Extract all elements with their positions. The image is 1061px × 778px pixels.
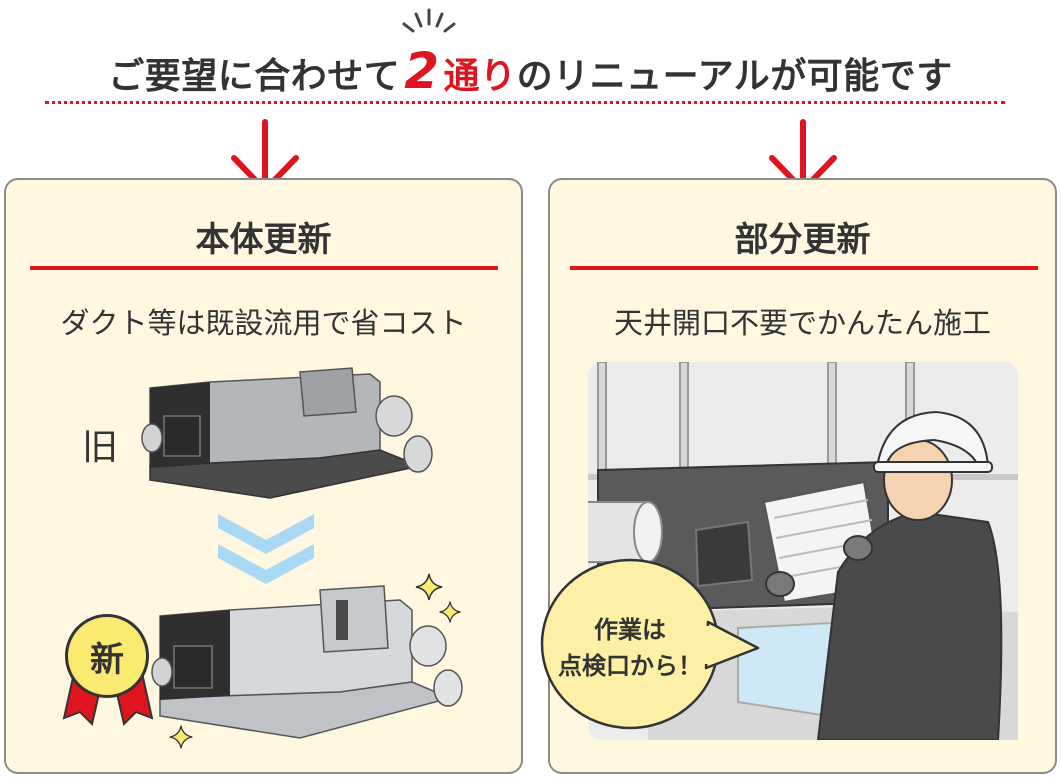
panel-subtitle: ダクト等は既設流用で省コスト (60, 306, 467, 340)
headline-highlight: 通り (443, 56, 517, 97)
headline-number: 2 (404, 42, 440, 100)
speech-bubble-icon (540, 558, 760, 730)
panel-subtitle: 天井開口不要でかんたん施工 (613, 306, 991, 340)
speech-bubble-text: 作業は 点検口から！ (540, 612, 720, 684)
panel-title: 部分更新 (734, 220, 871, 260)
sparkle-lines-icon (402, 8, 456, 33)
headline-post: のリニューアルが可能です (516, 56, 953, 97)
headline-divider (45, 101, 1005, 104)
old-unit-label: 旧 (82, 427, 119, 468)
headline-pre: ご要望に合わせて (108, 56, 401, 97)
panel-title-rule (570, 266, 1038, 270)
old-ventilation-unit-image (141, 367, 433, 499)
sparkle-icon (169, 725, 193, 749)
sparkle-icon (415, 573, 443, 601)
speech-bubble-line2: 点検口から！ (558, 652, 702, 680)
medal-icon: 新 (65, 614, 149, 698)
panel-title-rule (30, 266, 498, 270)
new-ventilation-unit-image (151, 585, 463, 739)
panel-title: 本体更新 (195, 220, 332, 260)
speech-bubble-line1: 作業は (594, 616, 666, 644)
double-chevron-down-icon (218, 514, 314, 584)
sparkle-icon (439, 601, 461, 623)
